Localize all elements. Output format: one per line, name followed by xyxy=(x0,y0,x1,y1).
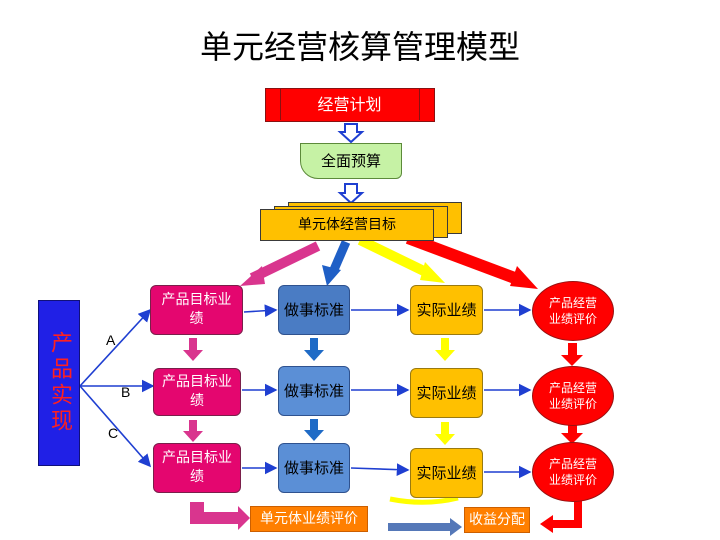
target-box-1: 产品目标业绩 xyxy=(150,285,243,335)
actual-box-3: 实际业绩 xyxy=(410,448,483,498)
actual-box-1: 实际业绩 xyxy=(410,285,483,335)
branch-lines xyxy=(79,308,155,468)
page-title: 单元经营核算管理模型 xyxy=(199,28,520,66)
row-arrows xyxy=(242,303,532,479)
target-box-2: 产品目标业绩 xyxy=(153,368,241,416)
fan-arrow-to-target xyxy=(240,241,321,286)
bottom-arrows xyxy=(190,495,582,536)
fan-arrow-to-evaluation xyxy=(405,232,538,289)
branch-label-a: A xyxy=(106,332,116,348)
branch-label-c: C xyxy=(108,425,119,441)
evaluation-circle-2: 产品经营业绩评价 xyxy=(532,366,614,426)
profit-distribution-box: 收益分配 xyxy=(464,507,530,533)
evaluation-circle-3: 产品经营业绩评价 xyxy=(532,442,614,502)
down-arrows xyxy=(183,338,583,445)
target-box-3: 产品目标业绩 xyxy=(153,443,241,493)
unit-goal-box: 单元体经营目标 xyxy=(260,209,434,241)
plan-box-inner xyxy=(280,89,420,120)
unit-evaluation-box: 单元体业绩评价 xyxy=(250,506,368,532)
standard-box-2: 做事标准 xyxy=(278,366,350,416)
standard-box-3: 做事标准 xyxy=(278,443,350,493)
arrow-plan-to-budget xyxy=(337,123,365,144)
branch-label-b: B xyxy=(121,384,131,400)
fan-arrow-to-actual xyxy=(357,235,445,283)
product-realization-label: 产品实现 xyxy=(47,331,72,435)
budget-box: 全面预算 xyxy=(300,143,402,179)
arrow-budget-to-goal xyxy=(337,183,365,205)
product-realization-box: 产品实现 xyxy=(38,300,80,466)
plan-box: 经营计划 xyxy=(265,88,435,122)
evaluation-circle-1: 产品经营业绩评价 xyxy=(532,281,614,341)
plan-label: 经营计划 xyxy=(317,94,382,114)
actual-box-2: 实际业绩 xyxy=(410,368,483,418)
standard-box-1: 做事标准 xyxy=(278,285,350,335)
fan-arrow-to-standard xyxy=(322,240,351,286)
